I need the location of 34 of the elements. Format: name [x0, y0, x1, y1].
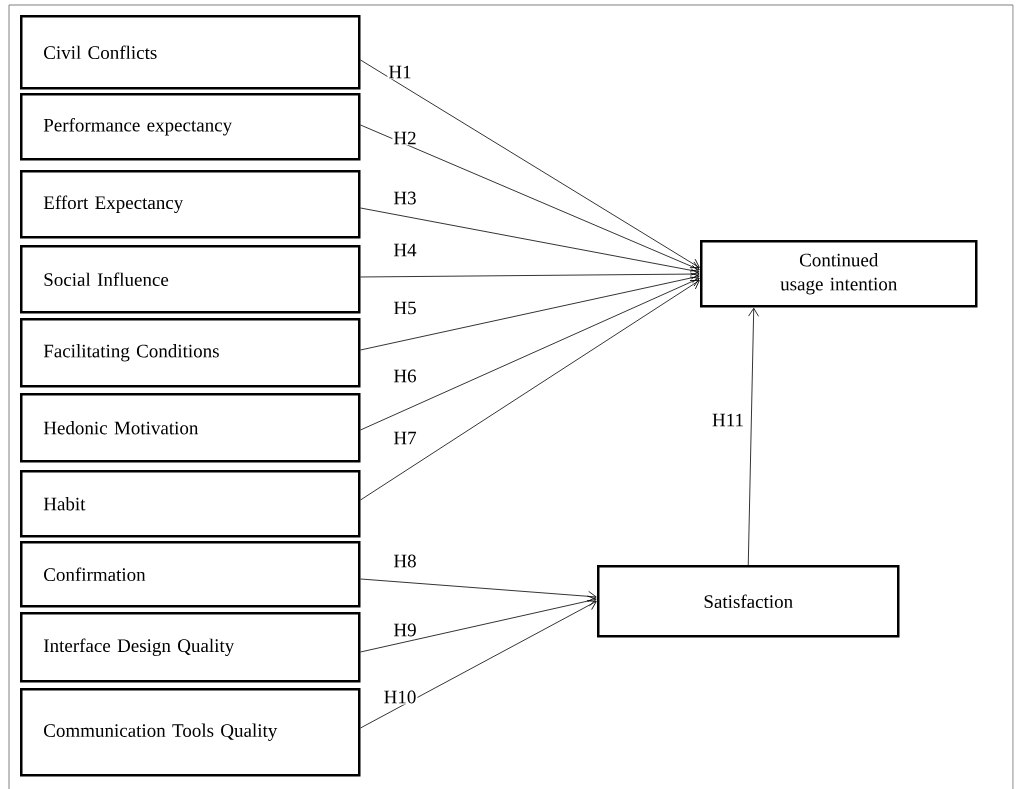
box: Social Influence	[20, 245, 361, 314]
edge-label: H7	[392, 430, 418, 446]
box: Civil Conflicts	[20, 15, 361, 90]
arrow	[360, 600, 597, 729]
box: Confirmation	[20, 541, 361, 608]
edge-label: H8	[392, 553, 418, 569]
arrow	[360, 268, 700, 280]
arrow	[360, 124, 700, 272]
edge-label: H11	[711, 412, 745, 428]
arrow	[360, 207, 700, 276]
arrow	[360, 280, 700, 501]
edge-label: H4	[392, 242, 418, 258]
edge-label: H6	[392, 368, 418, 384]
box: Interface Design Quality	[20, 612, 361, 683]
arrow	[360, 578, 597, 602]
box: Performance expectancy	[20, 93, 361, 161]
edge-label: H3	[392, 190, 418, 206]
box: Facilitating Conditions	[20, 318, 361, 388]
edge-label: H5	[392, 300, 418, 316]
arrow	[747, 307, 759, 566]
box: Communication Tools Quality	[20, 688, 361, 777]
arrow	[360, 276, 700, 431]
edge-label: H10	[382, 689, 418, 705]
box: Habit	[20, 470, 361, 538]
box: Hedonic Motivation	[20, 393, 361, 463]
arrow	[360, 595, 597, 653]
arrow	[360, 272, 700, 351]
edge-label: H2	[392, 130, 418, 146]
box: Continued usage intention	[700, 240, 978, 308]
edge-label: H1	[387, 64, 413, 80]
box: Satisfaction	[597, 565, 900, 638]
arrow	[360, 59, 700, 269]
edge-label: H9	[392, 622, 418, 638]
box: Effort Expectancy	[20, 170, 361, 239]
